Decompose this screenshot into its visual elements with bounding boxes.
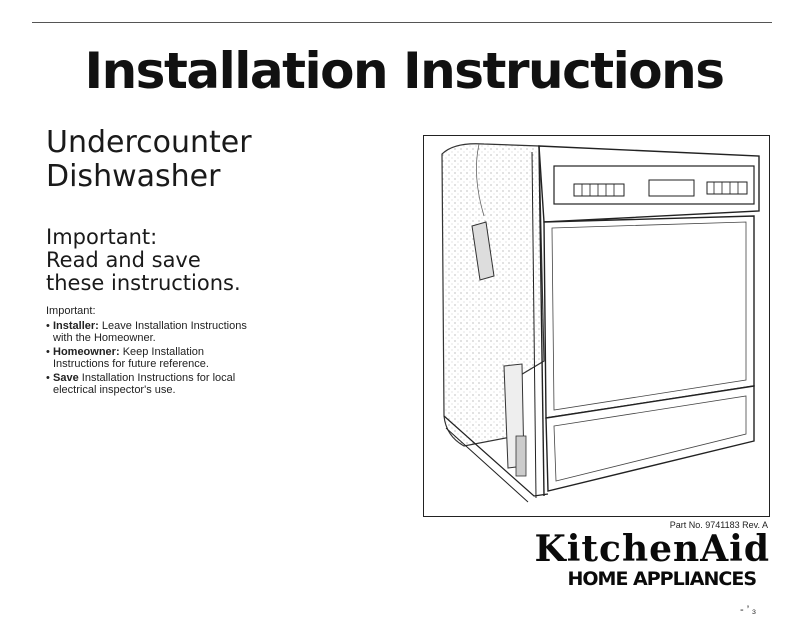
dishwasher-figure [423, 135, 770, 517]
dishwasher-illustration-icon [441, 143, 760, 503]
bullet-icon: • [46, 319, 50, 332]
page-title: Installation Instructions [84, 42, 725, 100]
list-item: • Homeowner: Keep Installation Instructi… [46, 346, 256, 371]
important-notes: Important: • Installer: Leave Installati… [46, 305, 256, 398]
bullet-icon: • [46, 345, 50, 358]
important-line2: Read and save [46, 248, 201, 272]
notes-list: • Installer: Leave Installation Instruct… [46, 320, 256, 397]
important-line3: these instructions. [46, 271, 241, 295]
corner-mark: - ’ ₃ [740, 604, 757, 616]
brand-name: KitchenAid [534, 528, 770, 570]
notes-label: Important: [46, 305, 96, 317]
product-title-line1: Undercounter [46, 125, 252, 160]
bullet-icon: • [46, 371, 50, 384]
top-rule [32, 22, 772, 23]
note-text: Leave Installation Instructions with the… [53, 319, 247, 345]
list-item: • Save Installation Instructions for loc… [46, 372, 256, 397]
part-number: Part No. 9741183 Rev. A [669, 520, 768, 530]
note-keyword: Homeowner: [53, 345, 120, 358]
brand-logo: KitchenAid HOME APPLIANCES [420, 528, 770, 598]
note-text: Keep Installation Instructions for futur… [53, 345, 209, 371]
brand-subtitle: HOME APPLIANCES [567, 568, 757, 590]
note-text: Installation Instructions for local elec… [53, 371, 236, 397]
important-line1: Important: [46, 225, 158, 249]
product-title-line2: Dishwasher [46, 159, 221, 194]
note-keyword: Save [53, 371, 79, 384]
note-keyword: Installer: [53, 319, 99, 332]
list-item: • Installer: Leave Installation Instruct… [46, 320, 256, 345]
important-heading: Important: Read and save these instructi… [46, 226, 376, 295]
product-title: Undercounter Dishwasher [46, 126, 376, 194]
